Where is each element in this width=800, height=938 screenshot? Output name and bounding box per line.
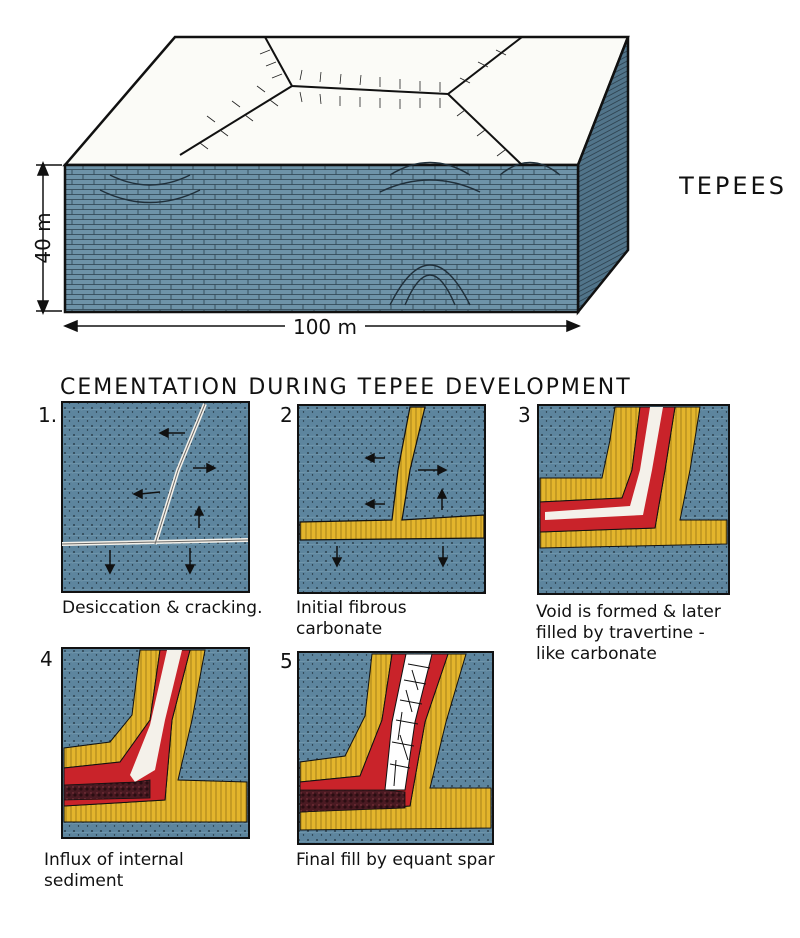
crack-hatching: [199, 49, 507, 157]
panel-2-arrows: [331, 452, 449, 568]
panel-4-internal-sediment: [63, 779, 151, 801]
height-label: 40 m: [31, 212, 55, 263]
panel-4-number: 4: [40, 647, 53, 671]
width-dimension: [63, 319, 581, 333]
tepee-block: [62, 35, 630, 316]
diagram-title: TEPEES: [678, 172, 787, 200]
panel-4: [61, 647, 250, 839]
panel-1-caption: Desiccation & cracking.: [62, 598, 263, 618]
panel-5-spar-crystals: [389, 663, 431, 787]
panel-5-number: 5: [280, 649, 293, 673]
panel-1-number: 1.: [38, 403, 57, 427]
tepee-folds: [99, 161, 561, 306]
panel-4-void: [130, 650, 182, 782]
section-title: CEMENTATION DURING TEPEE DEVELOPMENT: [60, 375, 632, 400]
panel-2-number: 2: [280, 403, 293, 427]
panel-4-caption: Influx of internal sediment: [44, 850, 184, 891]
panel-5-caption: Final fill by equant spar: [296, 850, 495, 870]
block-top-surface: [62, 35, 630, 167]
panel-2: [297, 404, 486, 594]
panel-1-arrows: [104, 427, 217, 575]
width-label: 100 m: [293, 315, 357, 339]
panel-5: [297, 651, 494, 845]
panel-3-caption: Void is formed & later filled by travert…: [536, 602, 721, 664]
panel-2-caption: Initial fibrous carbonate: [296, 598, 407, 639]
height-dimension: [36, 161, 62, 315]
panel-3-number: 3: [518, 403, 531, 427]
panel-3: [537, 404, 730, 595]
panel-5-internal-sediment: [299, 789, 406, 813]
panel-2-fibrous-cement: [299, 406, 485, 541]
block-front-face: [63, 163, 580, 314]
panel-3-void: [545, 407, 663, 520]
panel-1: [61, 401, 250, 593]
